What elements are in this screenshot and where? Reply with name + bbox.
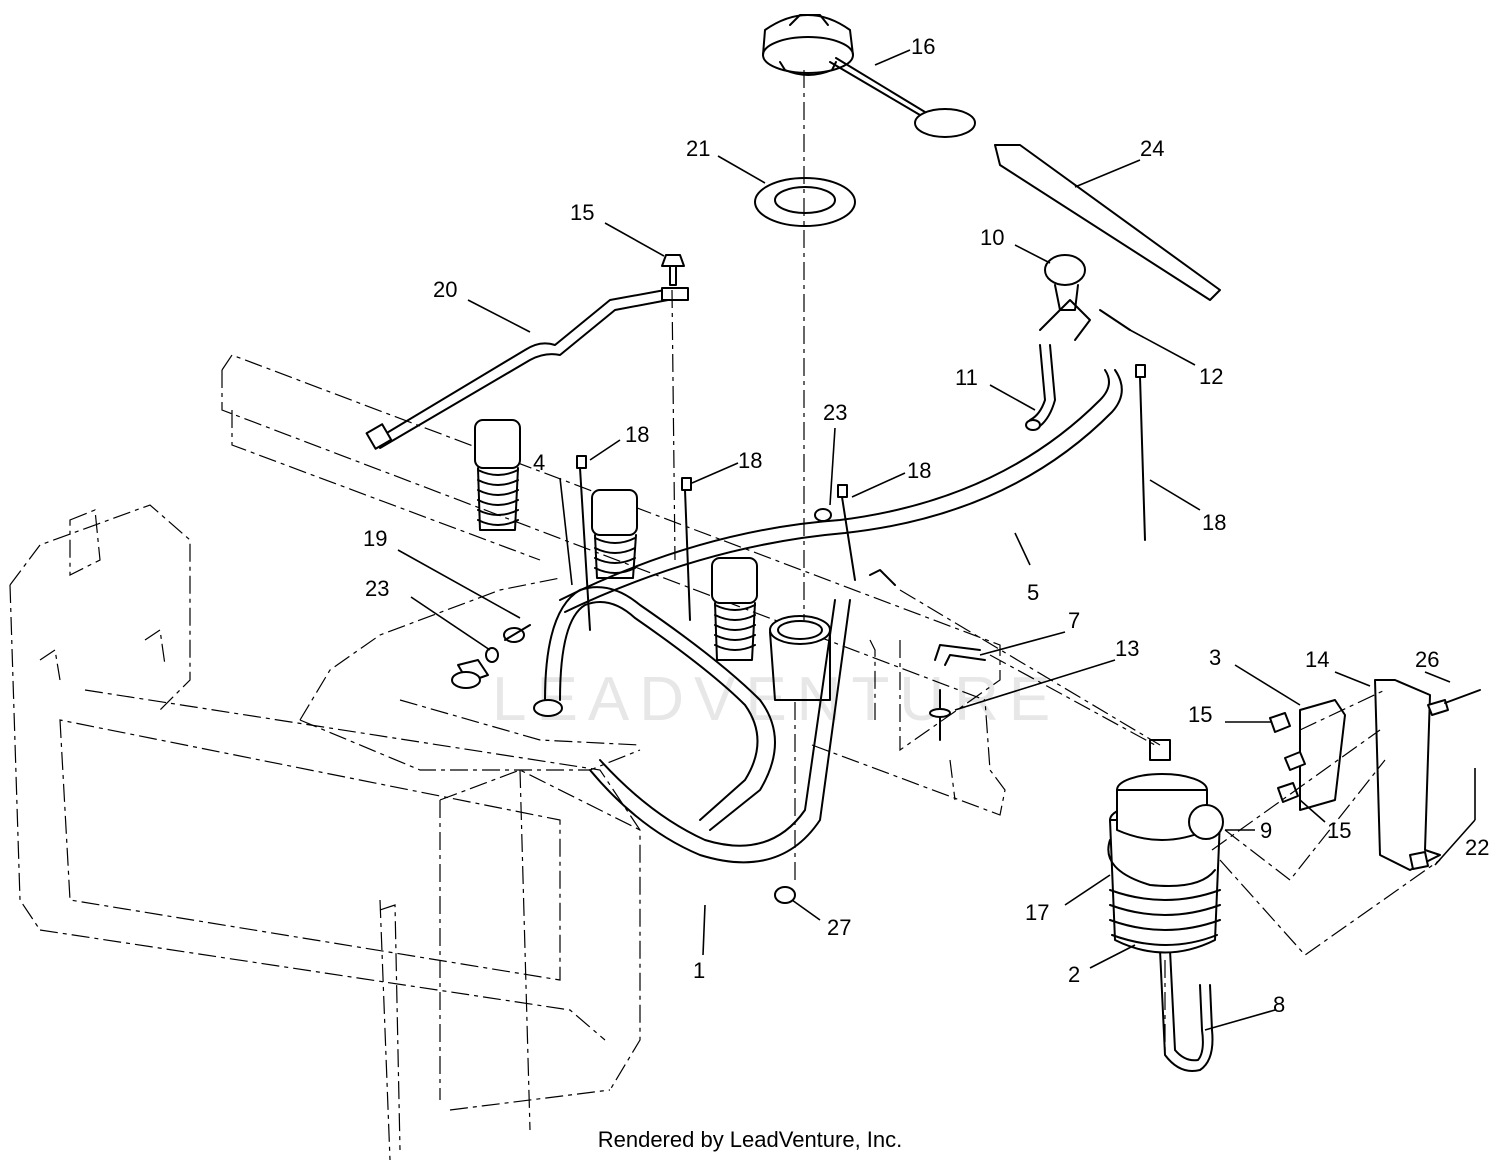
callout-18-c: 18 (907, 458, 931, 483)
callout-18-b: 18 (738, 448, 762, 473)
callout-23-left: 23 (365, 576, 389, 601)
callout-19: 19 (363, 526, 387, 551)
callouts: 1 2 3 4 5 7 8 9 10 11 12 13 14 15 15 15 … (363, 34, 1489, 1017)
callout-2: 2 (1068, 962, 1080, 987)
callout-9: 9 (1260, 818, 1272, 843)
tank-fitting (451, 659, 563, 717)
callout-27: 27 (827, 915, 851, 940)
filler-gasket (754, 177, 856, 227)
callout-18-d: 18 (1202, 510, 1226, 535)
callout-21: 21 (686, 136, 710, 161)
cable-ties (576, 364, 1146, 631)
callout-24: 24 (1140, 136, 1164, 161)
footer-credit: Rendered by LeadVenture, Inc. (597, 1127, 903, 1152)
tank-bracket-rod (365, 287, 689, 450)
chassis-frame (9, 504, 641, 1161)
fuel-cap (762, 14, 976, 138)
callout-18-a: 18 (625, 422, 649, 447)
rollover-valve (1044, 254, 1086, 311)
leader-lines (397, 49, 1476, 1031)
callout-14: 14 (1305, 647, 1329, 672)
mounting-plate (1374, 679, 1441, 871)
frame-rail (221, 354, 1006, 816)
callout-1: 1 (693, 958, 705, 983)
tank-strap (994, 144, 1221, 301)
alignment-lines (671, 70, 1441, 1055)
callout-3: 3 (1209, 645, 1221, 670)
callout-17: 17 (1025, 900, 1049, 925)
canister-bracket (1299, 699, 1346, 811)
tank-bumper (474, 419, 758, 661)
callout-16: 16 (911, 34, 935, 59)
callout-11: 11 (955, 365, 978, 390)
check-valve (929, 689, 951, 741)
callout-15-lower: 15 (1327, 818, 1351, 843)
callout-7: 7 (1068, 608, 1080, 633)
bolts (774, 689, 1481, 904)
callout-15-right: 15 (1188, 702, 1212, 727)
callout-26: 26 (1415, 647, 1439, 672)
callout-4: 4 (533, 450, 545, 475)
callout-10: 10 (980, 225, 1004, 250)
bolt-top (661, 254, 685, 286)
callout-23-top: 23 (823, 400, 847, 425)
callout-13: 13 (1115, 636, 1139, 661)
hose-clamp (485, 508, 832, 663)
filler-neck (769, 615, 831, 701)
callout-15-upper: 15 (570, 200, 594, 225)
callout-8: 8 (1273, 992, 1285, 1017)
evap-canister (1107, 739, 1224, 954)
callout-12: 12 (1199, 364, 1223, 389)
callout-20: 20 (433, 277, 457, 302)
fuel-hoses (503, 299, 1214, 1072)
callout-5: 5 (1027, 580, 1039, 605)
fuel-tank (299, 577, 641, 771)
callout-22: 22 (1465, 835, 1489, 860)
